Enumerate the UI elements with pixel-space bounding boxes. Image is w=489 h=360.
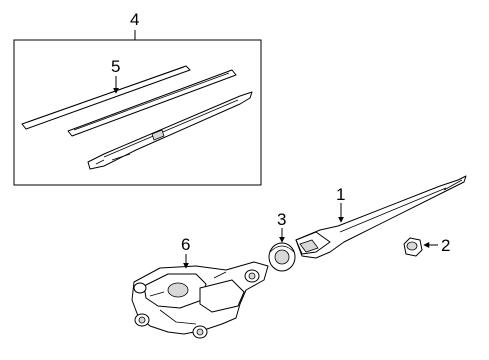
callout-6: 6 xyxy=(181,235,191,254)
callout-3: 3 xyxy=(277,210,287,229)
pivot-cap xyxy=(268,242,296,272)
wiper-motor xyxy=(131,261,269,339)
blade-kit-box xyxy=(13,39,262,186)
wiper-arm xyxy=(295,175,467,259)
callout-4: 4 xyxy=(130,10,140,29)
blade-insert xyxy=(21,65,237,137)
callout-1: 1 xyxy=(336,185,346,204)
callout-2: 2 xyxy=(441,236,451,255)
arm-nut xyxy=(403,237,423,257)
wiper-blade xyxy=(87,91,253,170)
callout-5: 5 xyxy=(111,57,121,76)
